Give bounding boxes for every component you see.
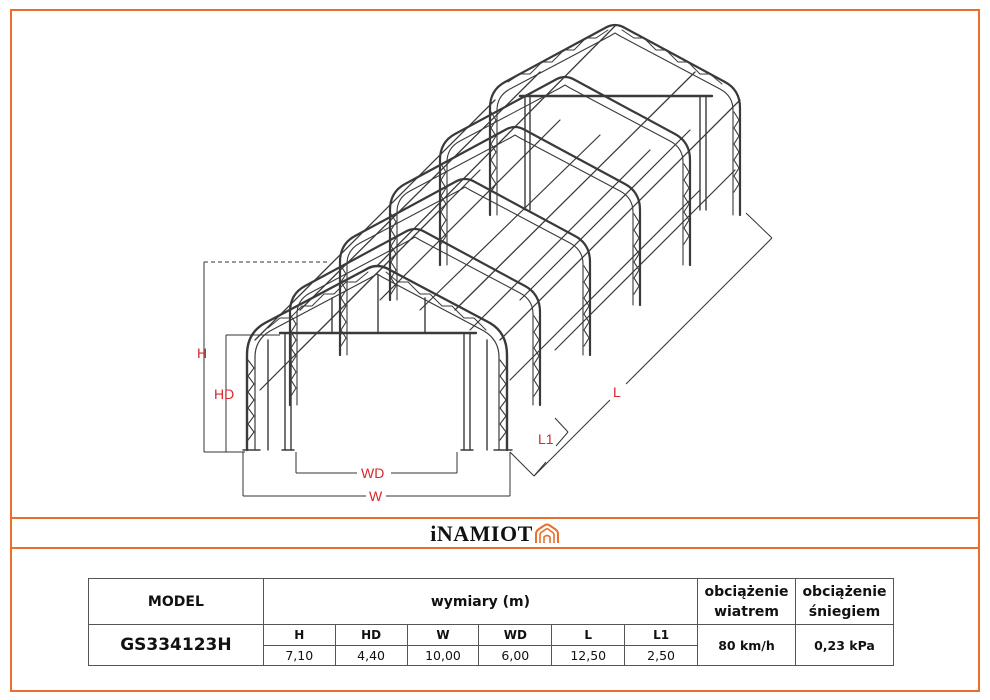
tent-drawing: H HD WD W L1 L	[12, 11, 978, 518]
value-WD: 6,00	[478, 645, 553, 666]
col-L1: L1	[624, 624, 699, 646]
roof-truss	[267, 29, 723, 331]
arch-frames	[245, 23, 742, 452]
snow-load-value: 0,23 kPa	[794, 624, 895, 666]
col-H: H	[262, 624, 336, 646]
tent-icon	[534, 523, 559, 543]
front-gable	[267, 94, 714, 451]
col-HD: HD	[334, 624, 408, 646]
dimension-lines	[203, 212, 773, 497]
wind-load-value: 80 km/h	[697, 624, 796, 666]
col-WD: WD	[478, 624, 553, 646]
value-H: 7,10	[262, 645, 336, 666]
label-H: H	[197, 345, 207, 361]
value-HD: 4,40	[334, 645, 408, 666]
model-name: GS334123H	[88, 624, 264, 666]
label-WD: WD	[361, 465, 384, 481]
label-W: W	[369, 488, 383, 504]
label-HD: HD	[214, 386, 234, 402]
value-W: 10,00	[406, 645, 480, 666]
divider-top	[10, 517, 980, 519]
leg-trusses	[247, 111, 740, 441]
brand-name: iNAMIOT	[430, 521, 533, 546]
brand-logo: iNAMIOT	[12, 520, 978, 548]
page-frame	[10, 9, 980, 692]
col-W: W	[406, 624, 480, 646]
value-L: 12,50	[551, 645, 626, 666]
dimensions-header: wymiary (m)	[262, 578, 699, 625]
value-L1: 2,50	[624, 645, 699, 666]
label-L1: L1	[538, 431, 554, 447]
label-L: L	[613, 384, 621, 400]
bracing	[259, 119, 736, 391]
model-header: MODEL	[88, 578, 264, 625]
col-L: L	[551, 624, 626, 646]
divider-bottom	[10, 547, 980, 549]
